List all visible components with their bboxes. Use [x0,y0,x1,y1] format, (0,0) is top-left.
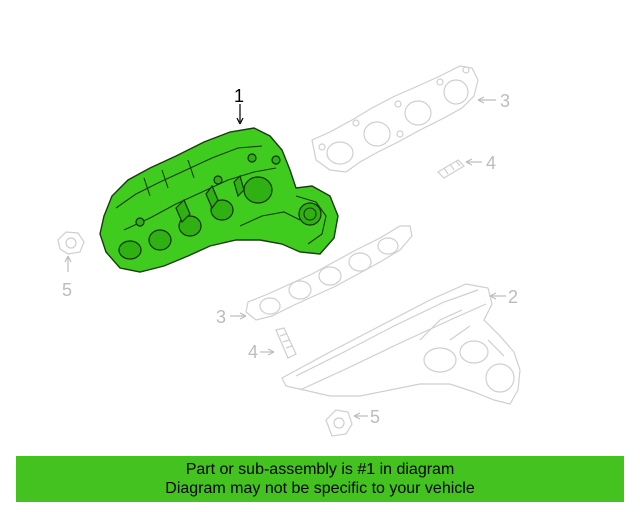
exhaust-manifold-highlighted[interactable] [99,127,339,273]
info-banner: Part or sub-assembly is #1 in diagram Di… [16,456,624,502]
callout-3-lower: 3 [216,307,226,327]
stud-upper[interactable] [437,159,465,179]
callout-2: 2 [508,287,518,307]
callout-4-upper: 4 [486,153,496,173]
nut-lower[interactable] [325,409,353,437]
stud-lower[interactable] [275,327,297,359]
nut-left[interactable] [57,231,85,255]
gasket-upper[interactable] [311,65,479,173]
gasket-lower[interactable] [245,225,413,321]
callout-1: 1 [234,86,244,106]
callout-5-lower: 5 [370,407,380,427]
callout-4-lower: 4 [248,342,258,362]
callout-3-upper: 3 [500,91,510,111]
banner-line-2: Diagram may not be specific to your vehi… [165,480,475,497]
parts-diagram: 3 4 5 3 4 2 [57,65,521,437]
callout-5-left: 5 [62,280,72,300]
banner-line-1: Part or sub-assembly is #1 in diagram [185,461,455,478]
manifold-right[interactable] [281,283,521,405]
